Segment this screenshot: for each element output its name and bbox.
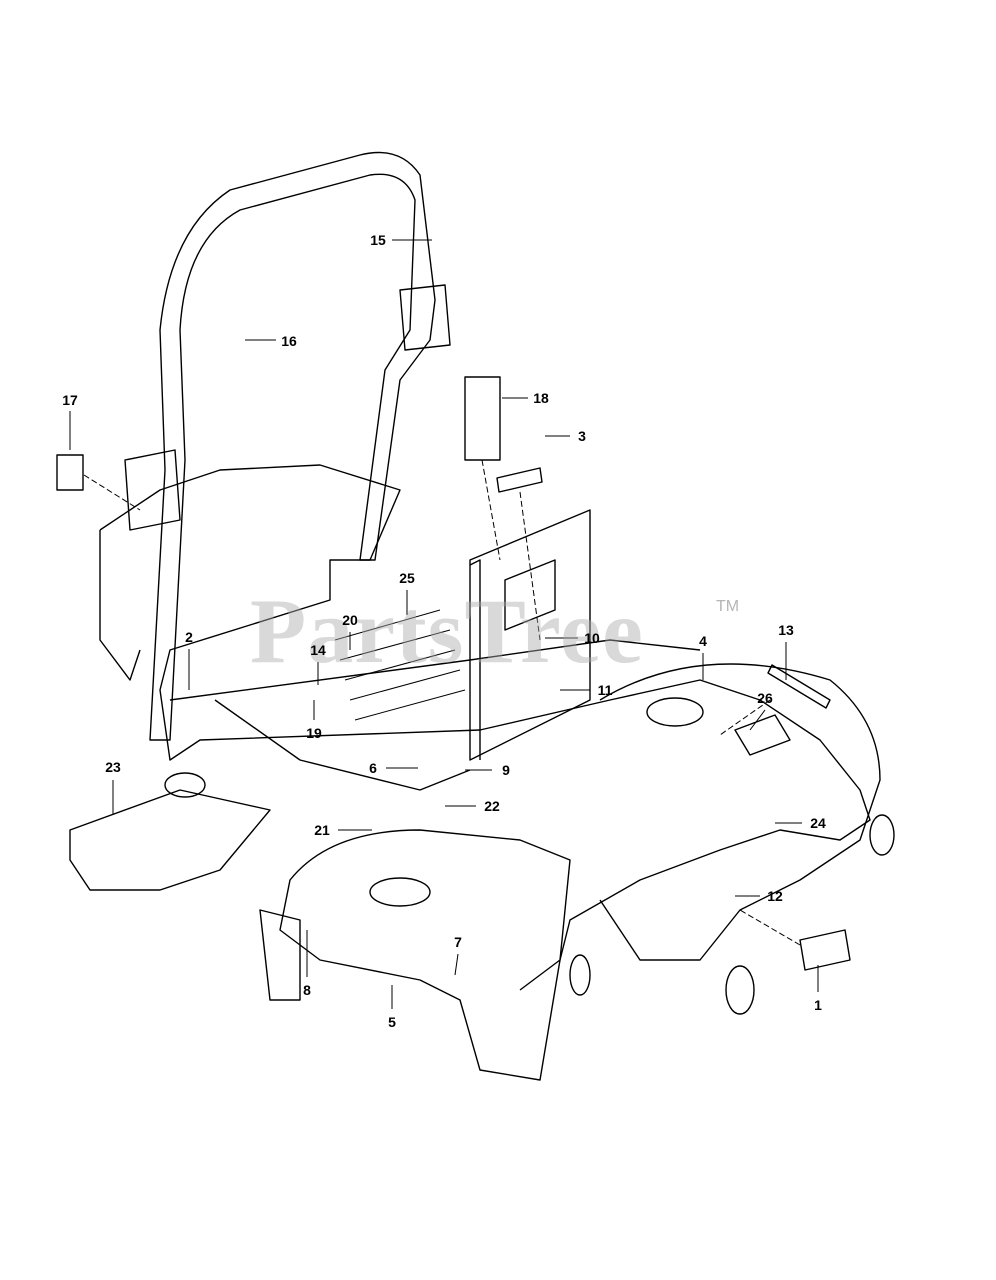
callout-20: 20 — [342, 612, 358, 628]
watermark: PartsTree — [250, 580, 644, 682]
callout-3: 3 — [578, 428, 586, 444]
callout-5: 5 — [388, 1014, 396, 1030]
callout-12: 12 — [767, 888, 783, 904]
decal-17 — [56, 454, 84, 491]
callout-14: 14 — [310, 642, 326, 658]
callout-2: 2 — [185, 629, 193, 645]
callout-6: 6 — [369, 760, 377, 776]
watermark-tm: TM — [716, 598, 740, 615]
fuel-tank — [69, 789, 271, 891]
callout-26: 26 — [757, 690, 773, 706]
callout-7: 7 — [454, 934, 462, 950]
callout-11: 11 — [597, 682, 613, 698]
frame — [99, 464, 871, 991]
callout-1: 1 — [814, 997, 822, 1013]
callout-15: 15 — [370, 232, 386, 248]
callout-10: 10 — [584, 630, 600, 646]
callout-16: 16 — [281, 333, 297, 349]
callout-9: 9 — [502, 762, 510, 778]
callout-22: 22 — [484, 798, 500, 814]
callout-23: 23 — [105, 759, 121, 775]
callout-25: 25 — [399, 570, 415, 586]
decal-18 — [464, 376, 501, 461]
callout-8: 8 — [303, 982, 311, 998]
callout-17: 17 — [62, 392, 78, 408]
mower-deck — [279, 829, 571, 1081]
callout-21: 21 — [314, 822, 330, 838]
callout-24: 24 — [810, 815, 826, 831]
rops-bar — [149, 151, 436, 741]
callout-4: 4 — [699, 633, 707, 649]
callout-19: 19 — [306, 725, 322, 741]
callout-18: 18 — [533, 390, 549, 406]
mounting-plate — [469, 509, 591, 761]
callout-13: 13 — [778, 622, 794, 638]
